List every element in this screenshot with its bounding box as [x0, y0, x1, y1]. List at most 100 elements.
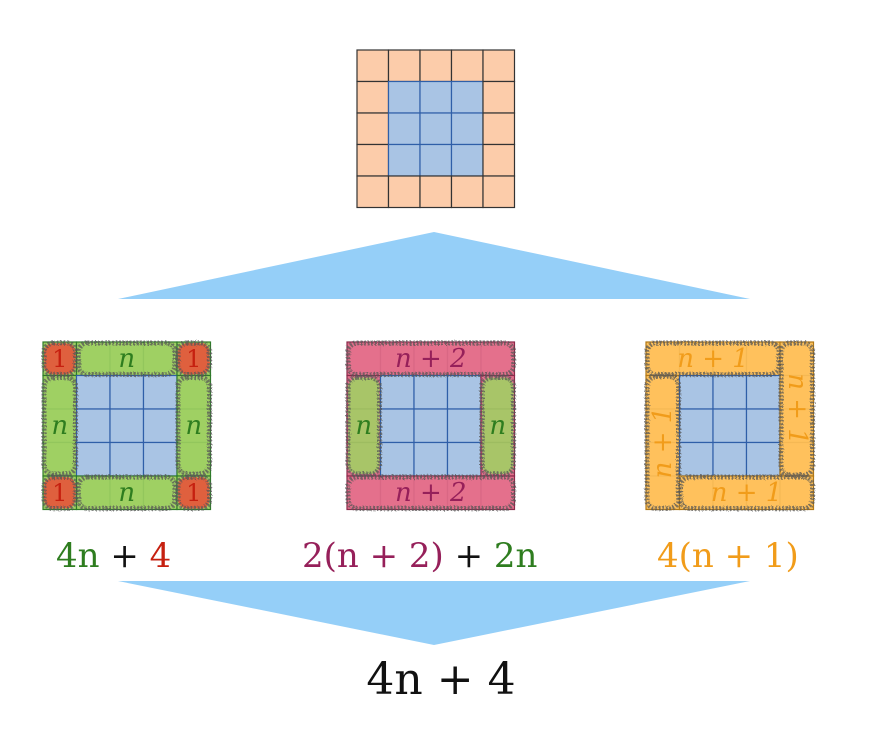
inner-cell [450, 80, 484, 114]
row-label-top: n + 2 [395, 344, 467, 374]
inner-cell [413, 441, 449, 477]
inner-cell [379, 408, 415, 444]
inner-cell [678, 374, 714, 410]
formula-left-plus: + [99, 536, 150, 576]
pinwheel-piece-left [644, 374, 681, 511]
grid-decomposition-pinwheel: n + 1 n + 1 n + 1 n + 1 [644, 340, 815, 511]
inner-cell [745, 408, 781, 444]
border-cell [419, 175, 453, 209]
inner-cell [678, 408, 714, 444]
border-cell [419, 49, 453, 83]
merge-arrow [118, 581, 750, 645]
grid-decomposition-rows-columns: n + 2 n + 2 n n [345, 340, 516, 511]
inner-cell [745, 441, 781, 477]
split-arrow [118, 232, 750, 299]
inner-cell [387, 143, 421, 177]
inner-cell [450, 112, 484, 146]
inner-cell [446, 441, 482, 477]
row-label-bottom: n + 2 [395, 478, 467, 508]
border-cell [482, 143, 516, 177]
side-label-top: n [118, 344, 135, 374]
inner-cell [413, 408, 449, 444]
border-cell [482, 175, 516, 209]
side-label-left: n [51, 411, 68, 441]
inner-cell [419, 112, 453, 146]
border-cell [450, 49, 484, 83]
formula-middle-term1: 2(n + 2) [302, 536, 444, 576]
formula-left: 4n + 4 [56, 536, 171, 576]
side-piece-right [175, 375, 212, 477]
side-label-bottom: n [118, 478, 135, 508]
pinwheel-label-bottom: n + 1 [711, 478, 783, 508]
inner-cell [109, 441, 145, 477]
row-piece-top [345, 340, 516, 377]
inner-cell [387, 112, 421, 146]
top-grid [356, 49, 516, 209]
formula-right-text: 4(n + 1) [657, 536, 799, 576]
border-cell [482, 112, 516, 146]
corner-piece [175, 474, 212, 511]
corner-piece [41, 474, 78, 511]
inner-cell [75, 408, 111, 444]
inner-cell [379, 374, 415, 410]
inner-cell [379, 441, 415, 477]
formula-left-term2: 4 [149, 536, 172, 576]
border-cell [356, 175, 390, 209]
row-piece-bottom [345, 474, 516, 511]
corner-label: 1 [186, 479, 201, 507]
inner-cell [142, 441, 178, 477]
corner-label: 1 [52, 345, 67, 373]
pinwheel-piece-bottom [678, 474, 815, 511]
inner-cell [712, 374, 748, 410]
pinwheel-piece-top [644, 340, 782, 377]
column-piece-right [479, 375, 516, 477]
inner-cell [745, 374, 781, 410]
pinwheel-label-left: n + 1 [648, 407, 678, 479]
inner-cell [446, 408, 482, 444]
pinwheel-label-top: n + 1 [677, 344, 749, 374]
formula-middle: 2(n + 2) + 2n [302, 536, 537, 576]
corner-label: 1 [186, 345, 201, 373]
corner-piece [175, 340, 212, 377]
border-cell [356, 49, 390, 83]
inner-cell [678, 441, 714, 477]
corner-piece [41, 340, 78, 377]
column-label-right: n [489, 411, 506, 441]
inner-cell [712, 408, 748, 444]
formula-middle-plus: + [443, 536, 494, 576]
inner-cell [142, 408, 178, 444]
inner-cell [387, 80, 421, 114]
border-cell [482, 49, 516, 83]
border-cell [356, 80, 390, 114]
formula-right: 4(n + 1) [657, 536, 799, 576]
inner-cell [413, 374, 449, 410]
inner-cell [75, 441, 111, 477]
inner-cell [446, 374, 482, 410]
column-piece-left [345, 375, 382, 477]
inner-cell [419, 143, 453, 177]
side-label-right: n [185, 411, 202, 441]
result-formula: 4n + 4 [366, 654, 516, 705]
border-cell [356, 143, 390, 177]
inner-cell [109, 408, 145, 444]
border-cell [356, 112, 390, 146]
inner-cell [450, 143, 484, 177]
side-piece-bottom [76, 474, 178, 511]
pinwheel-piece-right [778, 340, 815, 478]
inner-cell [712, 441, 748, 477]
inner-cell [75, 374, 111, 410]
inner-cell [419, 80, 453, 114]
border-cell [450, 175, 484, 209]
pinwheel-label-right: n + 1 [782, 373, 812, 445]
border-cell [387, 49, 421, 83]
border-cell [387, 175, 421, 209]
formula-left-term1: 4n [56, 536, 100, 576]
formula-middle-term2: 2n [493, 536, 538, 576]
column-label-left: n [355, 411, 372, 441]
border-cell [482, 80, 516, 114]
inner-cell [142, 374, 178, 410]
side-piece-top [76, 340, 178, 377]
